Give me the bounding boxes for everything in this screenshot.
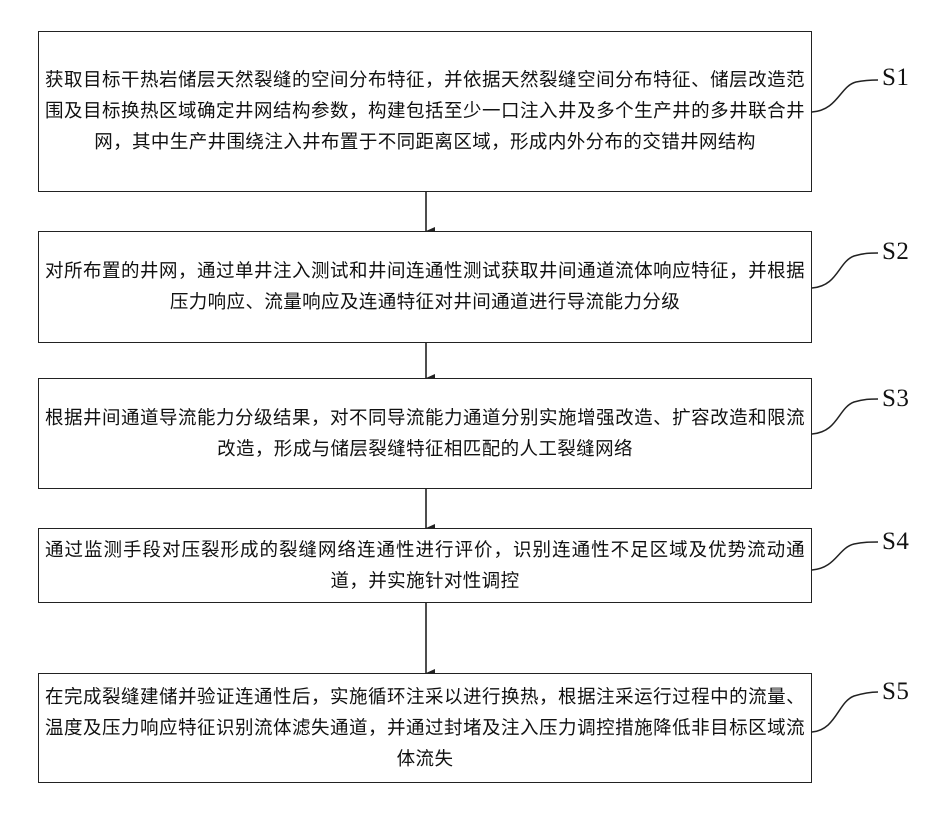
step-box-s4: 通过监测手段对压裂形成的裂缝网络连通性进行评价，识别连通性不足区域及优势流动通道… (38, 528, 812, 603)
leader-s3 (812, 399, 878, 434)
step-label-s3: S3 (882, 385, 909, 413)
step-label-s5: S5 (882, 678, 909, 706)
step-label-s4: S4 (882, 528, 909, 556)
step-text-s5: 在完成裂缝建储并验证连通性后，实施循环注采以进行换热，根据注采运行过程中的流量、… (45, 682, 805, 775)
leader-s4 (812, 542, 878, 570)
step-text-s1: 获取目标干热岩储层天然裂缝的空间分布特征，并依据天然裂缝空间分布特征、储层改造范… (45, 65, 805, 158)
step-label-s1: S1 (882, 64, 909, 92)
leader-s2 (812, 253, 878, 288)
leader-s1 (812, 80, 878, 112)
step-box-s2: 对所布置的井网，通过单井注入测试和井间连通性测试获取井间通道流体响应特征，并根据… (38, 231, 812, 343)
step-text-s2: 对所布置的井网，通过单井注入测试和井间连通性测试获取井间通道流体响应特征，并根据… (45, 256, 805, 318)
step-box-s5: 在完成裂缝建储并验证连通性后，实施循环注采以进行换热，根据注采运行过程中的流量、… (38, 673, 812, 783)
step-text-s3: 根据井间通道导流能力分级结果，对不同导流能力通道分别实施增强改造、扩容改造和限流… (45, 403, 805, 465)
step-box-s1: 获取目标干热岩储层天然裂缝的空间分布特征，并依据天然裂缝空间分布特征、储层改造范… (38, 31, 812, 192)
step-label-s2: S2 (882, 238, 909, 266)
step-box-s3: 根据井间通道导流能力分级结果，对不同导流能力通道分别实施增强改造、扩容改造和限流… (38, 378, 812, 489)
step-text-s4: 通过监测手段对压裂形成的裂缝网络连通性进行评价，识别连通性不足区域及优势流动通道… (45, 535, 805, 597)
leader-s5 (812, 692, 878, 732)
